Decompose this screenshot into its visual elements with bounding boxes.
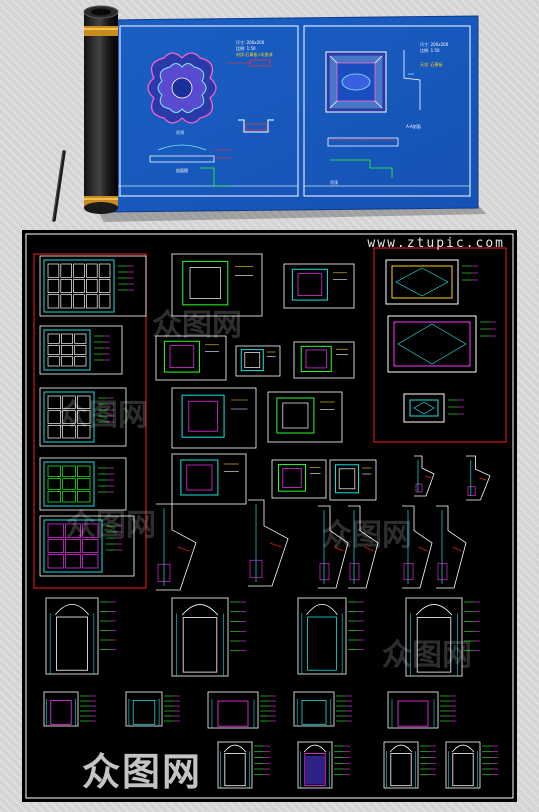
ornate-ceiling-plan	[147, 52, 217, 124]
left-note-2: 比例: 1:50	[236, 45, 256, 51]
right-note-3: 天花: 石膏板	[420, 61, 443, 67]
brand-logo: 众图网	[82, 750, 203, 794]
left-section-label: 剖面图	[176, 167, 188, 173]
ceiling-plan-thumbnail	[39, 255, 147, 317]
scroll-tube	[83, 5, 119, 214]
right-title: 吊顶	[330, 180, 338, 185]
ceiling-plan-thumbnail	[39, 325, 123, 375]
watermark-logo: 众图网	[382, 638, 472, 673]
ceiling-plan-thumbnail	[39, 515, 135, 577]
elevation-drawing	[383, 741, 436, 789]
right-section-label: A-A剖面	[406, 123, 421, 129]
section-detail	[436, 505, 467, 589]
ceiling-detail-thumbnail	[171, 453, 247, 505]
ceiling-detail-thumbnail	[171, 387, 257, 449]
section-detail	[402, 505, 433, 589]
watermark-logo: 众图网	[66, 508, 156, 543]
section-detail	[156, 503, 197, 591]
ceiling-detail-thumbnail	[293, 341, 355, 379]
elevation-row-3	[217, 741, 498, 789]
right-note-1: 尺寸: 200x200	[420, 41, 449, 47]
watermark-logo: 众图网	[152, 308, 242, 343]
elevation-drawing	[45, 597, 116, 675]
section-details	[156, 455, 491, 591]
square-ceiling-plan	[325, 51, 387, 113]
elevation-drawing	[405, 597, 480, 677]
ceiling-detail-thumbnail	[155, 335, 227, 381]
watermark-logo: 众图网	[322, 518, 412, 553]
cad-drawing-sheet: www.ztupic.com 众图网 众图网 众图网 众图网 众图网 众图网	[22, 230, 517, 802]
ceiling-plan-group-left	[39, 255, 147, 577]
elevation-drawing	[445, 741, 498, 789]
section-detail	[248, 499, 289, 587]
section-detail	[466, 455, 491, 501]
drawing-pen	[52, 150, 66, 222]
ceiling-plan-thumbnail	[403, 393, 464, 423]
watermark-url: www.ztupic.com	[367, 236, 505, 251]
left-note-3: 材质:石膏板+乳胶漆	[236, 51, 273, 57]
ceiling-detail-thumbnail	[171, 253, 263, 317]
elevation-row-2	[43, 691, 456, 729]
section-detail	[318, 505, 349, 589]
ceiling-plan-thumbnail	[39, 457, 127, 511]
ceiling-plan-group-right	[385, 259, 496, 423]
elevation-drawing	[293, 691, 352, 727]
watermark-logo: 众图网	[58, 398, 148, 433]
ceiling-detail-thumbnail	[329, 459, 377, 501]
left-note-1: 尺寸: 200x200	[236, 39, 265, 45]
ceiling-plan-group-top	[155, 253, 377, 505]
ceiling-plan-thumbnail	[385, 259, 478, 305]
section-detail	[414, 455, 435, 497]
elevation-drawing	[125, 691, 180, 727]
elevation-drawing	[207, 691, 276, 729]
cad-drawings	[25, 233, 514, 799]
elevation-drawing	[217, 741, 270, 789]
blueprint-scroll: 尺寸: 200x200 比例: 1:50 材质:石膏板+乳胶漆 吊顶 剖面图 尺…	[52, 5, 486, 222]
elevation-drawing	[297, 597, 364, 675]
ceiling-plan-thumbnail	[387, 315, 496, 373]
elevation-drawing	[43, 691, 96, 727]
ceiling-plan-thumbnail	[39, 387, 127, 447]
right-note-2: 比例: 1:50	[420, 47, 440, 53]
elevation-drawing	[297, 741, 350, 789]
elevation-row-1	[45, 597, 480, 677]
ceiling-detail-thumbnail	[283, 263, 355, 309]
ceiling-detail-thumbnail	[271, 459, 327, 499]
elevation-drawing	[171, 597, 246, 677]
section-detail	[348, 505, 379, 589]
ceiling-detail-thumbnail	[267, 391, 343, 443]
elevation-drawing	[387, 691, 456, 729]
left-title: 吊顶	[176, 130, 184, 135]
ceiling-detail-thumbnail	[235, 345, 281, 377]
